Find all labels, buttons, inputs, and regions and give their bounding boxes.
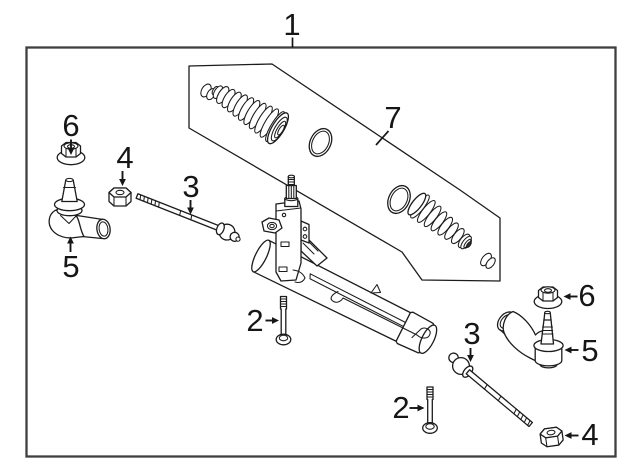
callout-5-right: 5 [564, 333, 599, 368]
callout-4-right-label: 4 [581, 417, 598, 452]
inner-tie-rod-right [448, 352, 534, 428]
tube-mount-tab [370, 283, 382, 294]
tie-rod-end-left [48, 177, 111, 240]
arrowhead [272, 317, 279, 324]
boot-clamp-small-right [480, 252, 496, 269]
callout-6-right: 6 [563, 278, 596, 313]
mount-bolt-right [422, 386, 438, 434]
inner-tie-rod-left [135, 193, 241, 242]
callout-5-left: 5 [62, 236, 80, 284]
callout-6-left-label: 6 [62, 108, 79, 143]
callout-1: 1 [283, 7, 301, 48]
callout-1-label: 1 [283, 7, 300, 42]
arrowhead [417, 404, 425, 412]
transfer-pipe [330, 290, 431, 339]
input-shaft [284, 174, 299, 208]
callout-6-left: 6 [62, 108, 80, 155]
arrowhead [467, 355, 474, 362]
tie-rod-end-right [496, 310, 564, 369]
mount-bolt-left [275, 295, 292, 346]
hex-nut-right [539, 426, 564, 448]
callout-2-right-label: 2 [392, 390, 409, 425]
arrowhead [187, 207, 194, 215]
callout-2-left: 2 [246, 303, 279, 338]
flange-nut-right [533, 286, 563, 310]
callout-3-left-label: 3 [182, 169, 199, 204]
arrowhead [563, 293, 571, 300]
callout-7-label: 7 [384, 100, 401, 135]
callout-4-left: 4 [116, 140, 134, 186]
mount-plate [300, 220, 310, 244]
arrowhead [564, 432, 572, 439]
arrowhead [119, 179, 126, 186]
callout-4-left-label: 4 [116, 140, 133, 175]
pinion-valve-housing [261, 174, 328, 284]
callout-2-left-label: 2 [246, 303, 263, 338]
hex-nut-left [108, 187, 132, 207]
left-bellows-boot [211, 85, 290, 145]
arrowhead [67, 236, 74, 244]
callout-7: 7 [375, 100, 402, 146]
arrowhead [564, 346, 572, 354]
callout-3-left: 3 [182, 169, 200, 215]
o-ring-right [387, 184, 411, 215]
arrowhead [67, 148, 75, 155]
callout-4-right: 4 [564, 417, 599, 452]
callout-5-left-label: 5 [62, 249, 79, 284]
callout-3-right-label: 3 [463, 316, 480, 351]
callout-6-right-label: 6 [578, 278, 595, 313]
callout-3-right: 3 [463, 316, 481, 362]
callout-2-right: 2 [392, 390, 425, 425]
callout-5-right-label: 5 [581, 333, 598, 368]
leader-line [375, 130, 390, 146]
right-bellows-boot [407, 192, 472, 250]
o-ring-left [308, 127, 333, 158]
